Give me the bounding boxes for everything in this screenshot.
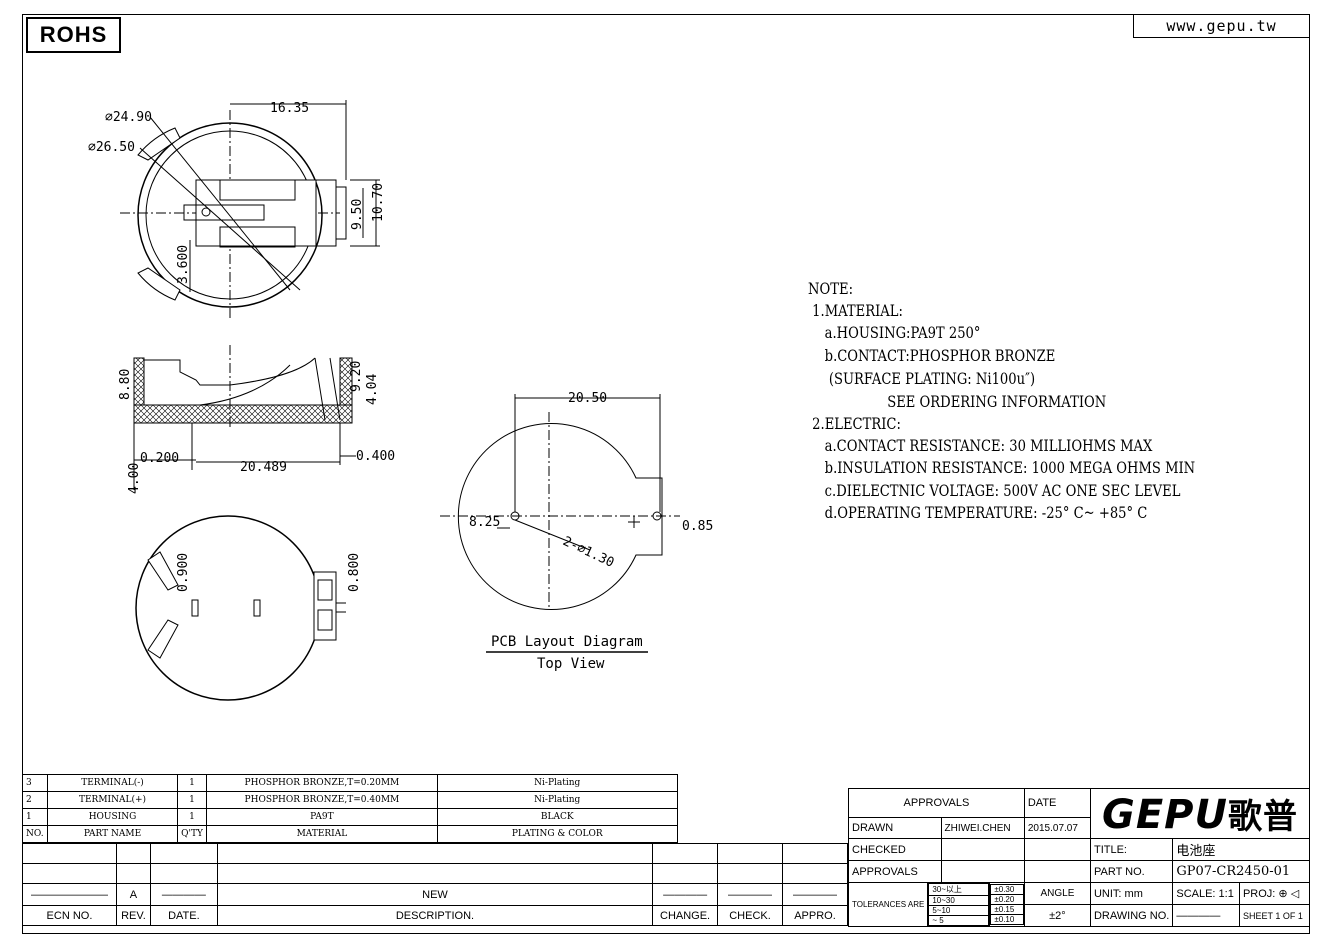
dim-d2: ∅26.50 bbox=[88, 140, 135, 155]
dim-b1: 0.200 bbox=[140, 451, 179, 466]
pcb-w: 20.50 bbox=[568, 391, 607, 406]
website-label: www.gepu.tw bbox=[1133, 14, 1310, 38]
note-line: c.DIELECTNIC VOLTAGE: 500V AC ONE SEC LE… bbox=[808, 481, 1181, 500]
projection-symbol: PROJ: ⊕ ◁ bbox=[1238, 882, 1311, 905]
pcb-layout bbox=[440, 394, 680, 653]
drawing-frame bbox=[22, 14, 1310, 934]
dim-hr1: 9.20 bbox=[349, 361, 364, 392]
pcb-hole: 2-∅1.30 bbox=[560, 534, 616, 571]
dim-d1: ∅24.90 bbox=[105, 110, 152, 125]
note-line: a.HOUSING:PA9T 250° bbox=[808, 323, 981, 342]
note-line: SEE ORDERING INFORMATION bbox=[808, 392, 1107, 411]
dim-h1: 9.50 bbox=[350, 199, 365, 230]
dim-b2: 20.489 bbox=[240, 460, 287, 475]
dim-hr2: 4.04 bbox=[365, 374, 380, 405]
dim-a: 0.900 bbox=[176, 553, 191, 592]
gepu-logo: GEPU歌普 bbox=[1089, 788, 1311, 839]
dim-b4: 4.00 bbox=[127, 463, 142, 494]
pcb-left: 8.25 bbox=[469, 515, 500, 530]
revision-header: ECN NO.REV.DATE.DESCRIPTION.CHANGE.CHECK… bbox=[22, 905, 848, 926]
top-view bbox=[120, 100, 380, 318]
note-line: NOTE: bbox=[808, 279, 853, 298]
rohs-badge: ROHS bbox=[26, 17, 121, 53]
pcb-title: PCB Layout Diagram bbox=[491, 634, 643, 650]
revision-table: ―――――――A―――― NEW―――――――――――― ECN NO.REV.… bbox=[22, 843, 848, 926]
table-row: ―――――――A―――― NEW―――――――――――― bbox=[22, 883, 848, 906]
note-line: b.CONTACT:PHOSPHOR BRONZE bbox=[808, 346, 1056, 365]
side-view bbox=[133, 345, 356, 490]
dim-w: 16.35 bbox=[270, 101, 309, 116]
note-line: a.CONTACT RESISTANCE: 30 MILLIOHMS MAX bbox=[808, 436, 1153, 455]
pcb-subtitle: Top View bbox=[537, 656, 605, 672]
dim-bb: 0.800 bbox=[347, 553, 362, 592]
note-line: d.OPERATING TEMPERATURE: -25° C~ +85° C bbox=[808, 503, 1148, 522]
note-line: 1.MATERIAL: bbox=[808, 301, 903, 320]
dim-h2: 10.70 bbox=[371, 183, 386, 222]
bottom-view bbox=[135, 515, 346, 701]
dim-b3: 0.400 bbox=[356, 449, 395, 464]
dim-hl: 8.80 bbox=[118, 369, 133, 400]
note-line: 2.ELECTRIC: bbox=[808, 414, 901, 433]
title-block: APPROVALS DATE GEPU歌普 DRAWN ZHIWEI.CHEN … bbox=[847, 787, 1311, 927]
dim-r: 3.600 bbox=[176, 245, 191, 284]
note-line: b.INSULATION RESISTANCE: 1000 MEGA OHMS … bbox=[808, 458, 1196, 477]
pcb-right: 0.85 bbox=[682, 519, 713, 534]
note-line: (SURFACE PLATING: Ni100u″) bbox=[808, 369, 1036, 388]
